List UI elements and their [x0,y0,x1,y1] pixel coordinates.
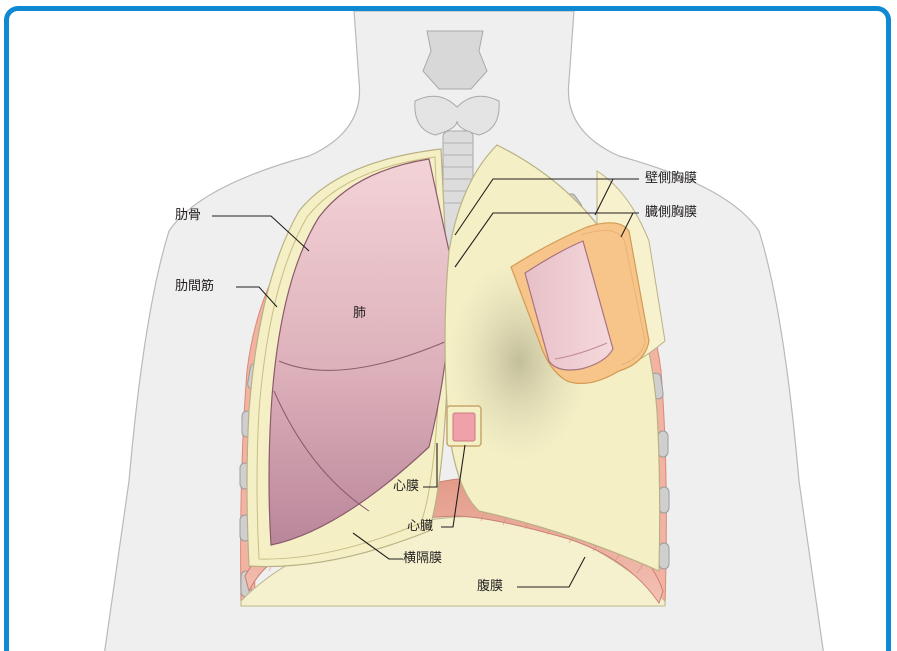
label-heart: 心臓 [407,519,433,535]
label-peritoneum: 腹膜 [477,579,503,595]
label-intercostal-muscle: 肋間筋 [175,279,214,295]
label-diaphragm: 横隔膜 [403,551,442,567]
label-parietal-pleura: 壁側胸膜 [645,171,697,187]
diagram-frame: 肋骨 肋間筋 肺 壁側胸膜 臓側胸膜 心膜 心臓 横隔膜 腹膜 [4,6,891,651]
heart-window [453,413,475,441]
label-visceral-pleura: 臓側胸膜 [645,205,697,221]
thorax-illustration [9,11,891,651]
label-pericardium: 心膜 [393,479,419,495]
label-lung: 肺 [353,306,366,322]
label-rib: 肋骨 [175,208,201,224]
